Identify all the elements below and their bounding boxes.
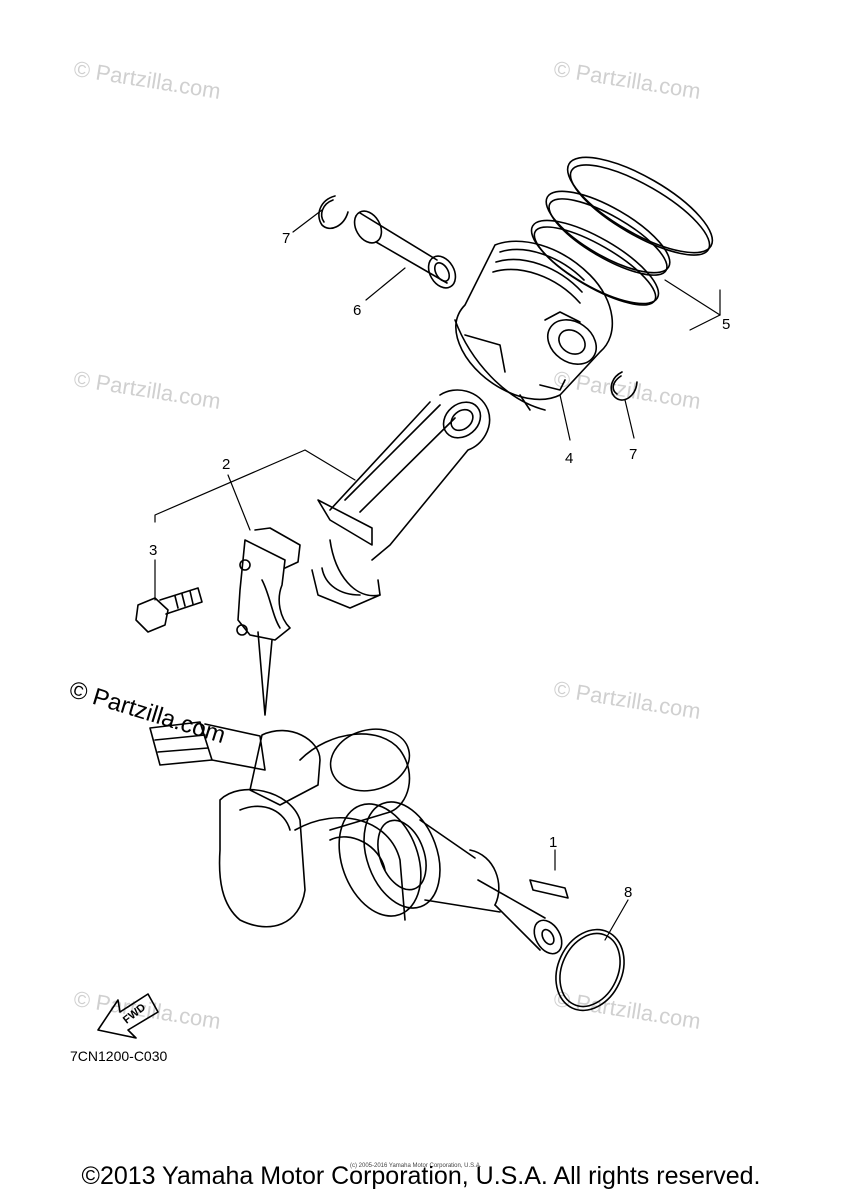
o-ring bbox=[555, 928, 625, 1012]
piston bbox=[454, 240, 614, 411]
leader-lines bbox=[154, 209, 721, 941]
callout-1: 1 bbox=[549, 834, 558, 851]
diagram-code: 7CN1200-C030 bbox=[70, 1048, 168, 1064]
callout-7-right: 7 bbox=[629, 446, 638, 463]
connecting-rod bbox=[311, 389, 491, 609]
piston-rings bbox=[530, 156, 714, 306]
callout-8: 8 bbox=[624, 884, 633, 901]
copyright-footer: ©2013 Yamaha Motor Corporation, U.S.A. A… bbox=[81, 1162, 761, 1190]
rod-bolt bbox=[135, 587, 203, 633]
callout-4: 4 bbox=[565, 450, 574, 467]
circlips bbox=[318, 195, 638, 401]
woodruff-key bbox=[529, 879, 569, 899]
callout-2: 2 bbox=[222, 456, 231, 473]
crankshaft bbox=[149, 721, 563, 955]
fwd-arrow-icon bbox=[97, 993, 159, 1039]
tiny-copyright: (c) 2005-2016 Yamaha Motor Corporation, … bbox=[350, 1163, 482, 1169]
callout-5: 5 bbox=[722, 316, 731, 333]
callout-6: 6 bbox=[353, 302, 362, 319]
rod-cap bbox=[236, 527, 301, 716]
piston-pin bbox=[353, 210, 457, 289]
callout-3: 3 bbox=[149, 542, 158, 559]
callout-7-left: 7 bbox=[282, 230, 291, 247]
